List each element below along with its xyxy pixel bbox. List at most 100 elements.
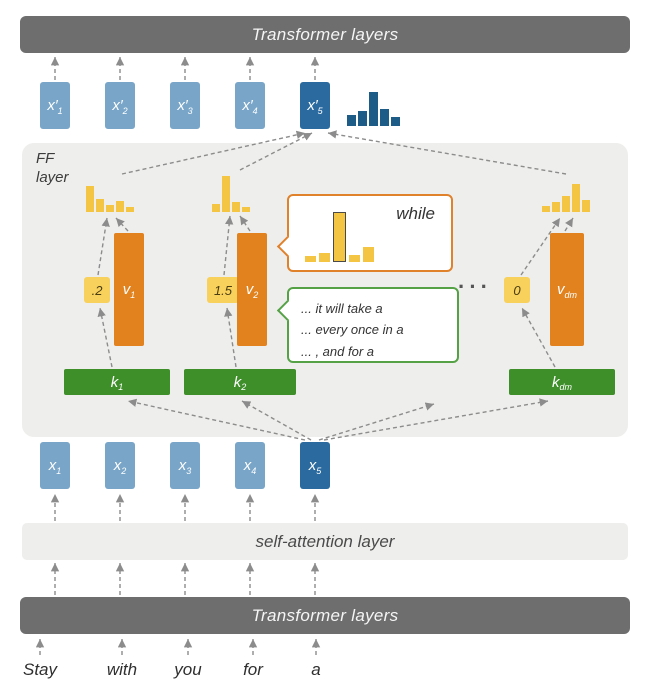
ff-layer-label: FF layer bbox=[36, 150, 69, 188]
histogram-bar bbox=[349, 255, 360, 262]
histogram-bar bbox=[96, 199, 104, 212]
vector-subscript: 4 bbox=[252, 105, 258, 116]
coefficient-1-value: .2 bbox=[91, 282, 103, 298]
coefficient-dm: 0 bbox=[504, 277, 530, 303]
ellipsis: ··· bbox=[458, 274, 492, 300]
vector-label: x bbox=[308, 457, 317, 474]
histogram-bar bbox=[347, 115, 356, 126]
vector-subscript: 5 bbox=[316, 465, 322, 476]
key-label: k bbox=[233, 373, 242, 391]
ff-layer-label-line2: layer bbox=[36, 168, 69, 186]
histogram-bar bbox=[369, 92, 378, 126]
key-label: k bbox=[551, 373, 560, 391]
key-prefixes-callout: ... it will take a ... every once in a .… bbox=[276, 287, 459, 363]
histogram-bar bbox=[358, 111, 367, 126]
input-word-3: you bbox=[174, 660, 202, 679]
histogram-bar bbox=[232, 202, 240, 212]
vector-subscript: 3 bbox=[187, 105, 193, 116]
key-prefixes-list: ... it will take a ... every once in a .… bbox=[289, 289, 457, 371]
histogram-bar bbox=[86, 186, 94, 212]
histogram-bar bbox=[572, 184, 580, 212]
histogram-bar bbox=[116, 201, 124, 212]
key-prefix-example: ... , and for a bbox=[301, 343, 374, 359]
histogram-bar bbox=[126, 207, 134, 212]
weighted-memory-histogram-dm bbox=[542, 176, 590, 212]
vector-label: x bbox=[243, 457, 252, 474]
vector-label: x′ bbox=[307, 97, 318, 114]
histogram-bar bbox=[562, 196, 570, 212]
histogram-bar bbox=[212, 204, 220, 212]
vector-label: x bbox=[178, 457, 187, 474]
output-vector-x4: x′4 bbox=[235, 82, 265, 129]
output-vector-x5: x′5 bbox=[300, 82, 330, 129]
value-label: v bbox=[556, 281, 565, 298]
histogram-bar bbox=[391, 117, 400, 126]
ellipsis-text: ··· bbox=[458, 274, 492, 299]
value-subscript: 2 bbox=[253, 289, 259, 300]
key-subscript: dm bbox=[559, 382, 572, 392]
histogram-bar bbox=[305, 256, 316, 262]
bottom-transformer-layers-bar: Transformer layers bbox=[20, 597, 630, 634]
histogram-bar bbox=[542, 206, 550, 212]
histogram-bar bbox=[333, 212, 346, 262]
input-word-4: for bbox=[243, 660, 263, 679]
histogram-bar bbox=[552, 202, 560, 212]
output-vector-x3: x′3 bbox=[170, 82, 200, 129]
top-transformer-layers-label: Transformer layers bbox=[251, 24, 399, 44]
value-subscript: dm bbox=[564, 289, 577, 300]
vector-subscript: 4 bbox=[251, 465, 257, 476]
output-vector-x1: x′1 bbox=[40, 82, 70, 129]
histogram-bar bbox=[363, 247, 374, 262]
self-attention-layer-bar: self-attention layer bbox=[22, 523, 628, 560]
key-prefix-example: ... every once in a bbox=[301, 322, 404, 338]
value-label: v bbox=[122, 281, 131, 298]
input-word-1: Stay bbox=[22, 660, 58, 679]
vector-label: x bbox=[113, 457, 122, 474]
input-word-2: with bbox=[106, 660, 138, 679]
self-attention-layer-label: self-attention layer bbox=[255, 531, 395, 551]
vector-subscript: 3 bbox=[186, 465, 192, 476]
histogram-bar bbox=[582, 200, 590, 212]
key-label: k bbox=[110, 373, 119, 391]
histogram-bar bbox=[222, 176, 230, 212]
value-label: v bbox=[245, 281, 254, 298]
vector-subscript: 2 bbox=[122, 105, 128, 116]
coefficient-dm-value: 0 bbox=[513, 282, 521, 298]
histogram-bar bbox=[242, 207, 250, 212]
output-vector-x2: x′2 bbox=[105, 82, 135, 129]
top-transformer-layers-bar: Transformer layers bbox=[20, 16, 630, 53]
vector-label: x bbox=[48, 457, 57, 474]
input-word-5: a bbox=[311, 660, 321, 679]
coefficient-2: 1.5 bbox=[207, 277, 239, 303]
output-distribution-histogram bbox=[347, 89, 400, 126]
vector-subscript: 1 bbox=[56, 465, 62, 476]
bottom-transformer-layers-label: Transformer layers bbox=[251, 605, 399, 625]
vector-label: x′ bbox=[47, 97, 58, 114]
histogram-bar bbox=[380, 109, 389, 126]
weighted-memory-histogram-2 bbox=[212, 176, 250, 212]
coefficient-1: .2 bbox=[84, 277, 110, 303]
key-subscript: 1 bbox=[118, 382, 124, 392]
ff-layer-label-line1: FF bbox=[36, 150, 55, 167]
vector-label: x′ bbox=[112, 97, 123, 114]
vector-subscript: 2 bbox=[121, 465, 127, 476]
histogram-bar bbox=[319, 253, 330, 262]
key-subscript: 2 bbox=[241, 382, 247, 392]
value-subscript: 1 bbox=[130, 289, 136, 300]
key-prefix-example: ... it will take a bbox=[301, 301, 383, 316]
vector-subscript: 1 bbox=[57, 105, 63, 116]
weighted-memory-histogram-1 bbox=[86, 176, 134, 212]
value-distribution-callout: while bbox=[276, 194, 453, 272]
histogram-bar bbox=[106, 205, 114, 212]
coefficient-2-value: 1.5 bbox=[213, 282, 233, 298]
